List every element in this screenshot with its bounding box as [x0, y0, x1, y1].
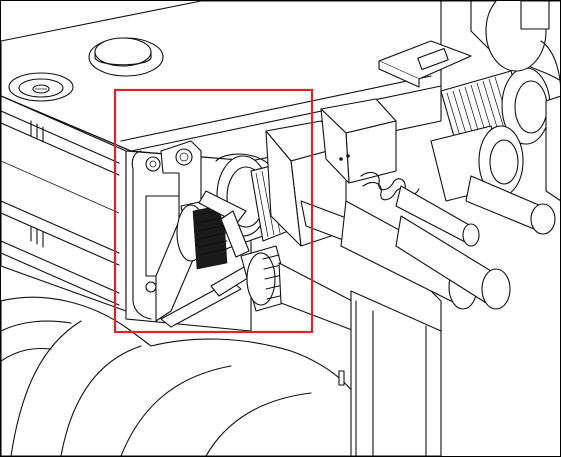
top-screw — [8, 72, 74, 102]
right-side-plate — [338, 290, 442, 456]
top-round-button — [88, 37, 164, 77]
right-spring-connector — [320, 98, 511, 310]
highlight-box — [113, 88, 314, 334]
far-right-connectors — [378, 1, 560, 235]
